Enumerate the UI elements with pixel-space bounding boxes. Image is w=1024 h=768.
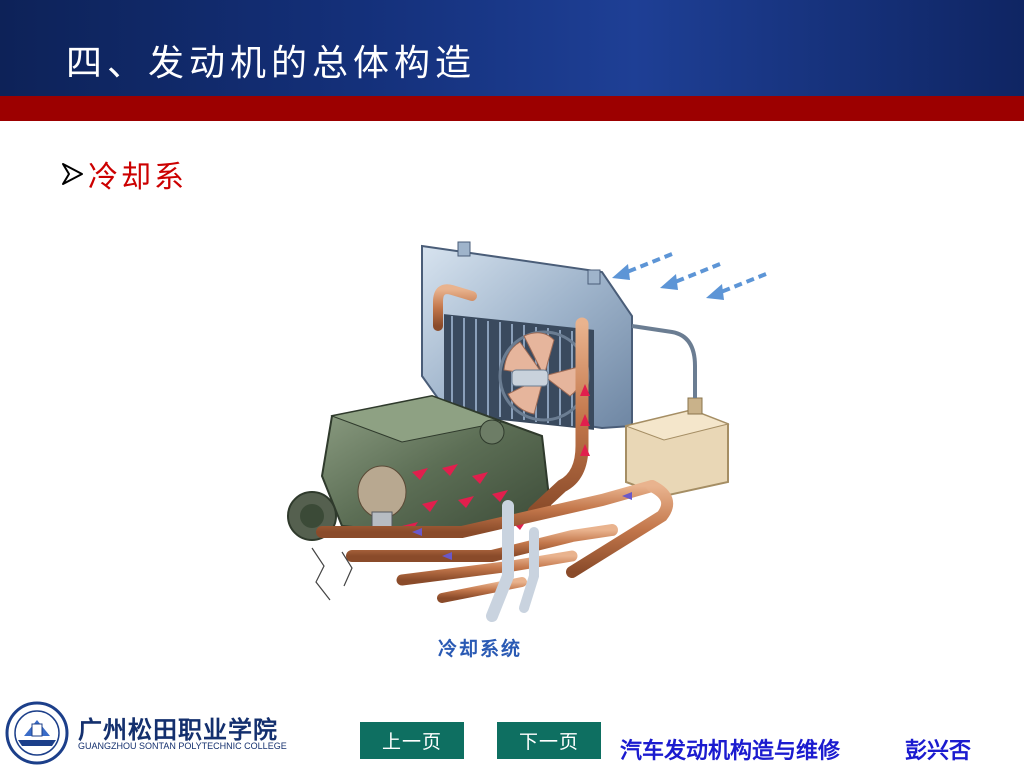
bullet-text: 冷却系 xyxy=(88,160,187,195)
engine-block xyxy=(287,394,552,541)
cooling-system-drawing xyxy=(287,241,767,622)
footer-author: 彭兴否 xyxy=(905,739,972,764)
accent-band xyxy=(0,96,1024,121)
college-name: 广州松田职业学院 xyxy=(78,716,278,744)
cut-lines xyxy=(311,547,353,601)
footer-course-title: 汽车发动机构造与维修 xyxy=(620,739,841,764)
college-emblem-icon xyxy=(5,701,69,765)
coolant-reservoir xyxy=(624,324,730,498)
bullet-item: 冷却系 xyxy=(60,152,187,196)
title-bar: 四、发动机的总体构造 xyxy=(0,0,1024,96)
next-page-button[interactable]: 下一页 xyxy=(497,722,601,759)
cooling-system-illustration: 冷却系统 xyxy=(272,236,792,660)
page-title: 四、发动机的总体构造 xyxy=(66,43,477,84)
college-english-name: GUANGZHOU SONTAN POLYTECHNIC COLLEGE xyxy=(78,741,287,751)
coolant-hoses xyxy=(316,284,674,622)
airflow-arrows xyxy=(612,252,767,300)
college-logo: 广州松田职业学院 GUANGZHOU SONTAN POLYTECHNIC CO… xyxy=(0,698,287,768)
return-flow-arrows xyxy=(412,492,632,560)
figure-caption: 冷却系统 xyxy=(438,638,523,660)
previous-page-button[interactable]: 上一页 xyxy=(360,722,464,759)
bullet-arrow-icon xyxy=(62,163,83,185)
hose-flow-arrows xyxy=(580,384,590,456)
